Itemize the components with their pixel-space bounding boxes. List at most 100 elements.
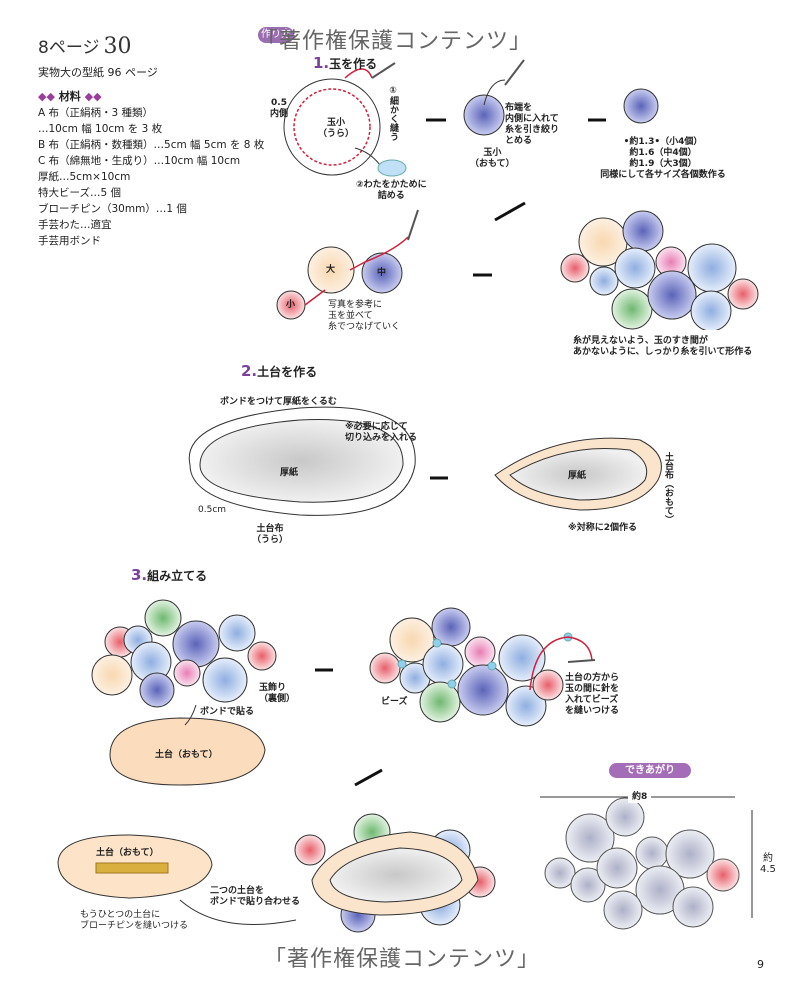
step-title: 玉を作る	[329, 57, 378, 71]
ball	[419, 681, 461, 723]
base-fabric-outline	[188, 406, 416, 516]
label-line: 玉を並べて	[328, 311, 373, 321]
label-line: 約	[762, 853, 773, 864]
photo-ball	[596, 847, 638, 889]
label-line: 玉飾り	[259, 683, 287, 693]
ball-medium	[611, 288, 653, 330]
brooch-pin-icon	[95, 862, 169, 874]
ball-medium	[614, 247, 656, 289]
ball-back-label: 玉飾り（裏側）	[259, 683, 295, 705]
step-number: 2.	[241, 362, 258, 380]
make-two-note: ※対称に2個作る	[568, 523, 638, 533]
label-line: ②わたをかために	[356, 180, 427, 190]
label-line: ブローチピンを縫いつける	[80, 921, 189, 931]
label-line: あかないように、しっかり糸を引いて形作る	[573, 347, 753, 357]
label-line: 布端を	[505, 103, 533, 113]
pin-base-label: 土台（おもて）	[96, 848, 159, 858]
page-ref-prefix: 8ページ	[38, 38, 100, 58]
photo-ball	[672, 886, 714, 928]
needle-icon	[407, 209, 419, 241]
step-title: 組み立てる	[147, 569, 208, 583]
thread	[344, 68, 373, 79]
bead	[397, 659, 407, 669]
base-front-label: 土台（おもて）	[155, 750, 218, 760]
needle-icon	[567, 659, 596, 663]
ball-small	[589, 266, 619, 296]
size-small-label: 小	[286, 300, 296, 310]
material-item: ブローチピン（30mm）…1 個	[38, 203, 187, 215]
ball	[91, 654, 133, 696]
ball	[172, 620, 220, 668]
ball	[173, 659, 201, 687]
bead-note: 土台の方から玉の間に針を入れてビーズを縫いつける	[565, 673, 619, 717]
label-line: （うら）	[318, 129, 355, 139]
width-label: 約8	[628, 792, 652, 803]
photo-ball	[603, 890, 643, 930]
cardboard-label-2: 厚紙	[568, 471, 587, 481]
cardboard-inner	[509, 447, 648, 501]
gather-note: 布端を内側に入れて糸を引き絞りとめる	[505, 103, 559, 147]
label-line: 入れてビーズ	[565, 695, 619, 705]
ball-arrangement	[560, 210, 770, 330]
label-line: 玉小	[483, 148, 502, 158]
label-line: 切り込みを入れる	[345, 433, 418, 443]
label-line: 土台布	[256, 524, 284, 534]
label-line: 詰める	[377, 191, 405, 201]
label-line: 糸が見えないよう、玉のすき間が	[573, 336, 708, 346]
label-line: 4.5	[760, 864, 776, 875]
label-line: 約1.9（大3個）	[629, 159, 697, 169]
arrow	[184, 704, 197, 726]
cotton-icon	[377, 159, 407, 177]
label-line: 内側	[270, 109, 289, 119]
ball-large	[647, 270, 697, 320]
photo-ball	[565, 813, 615, 863]
cardboard-inner	[329, 847, 463, 903]
arrow	[179, 899, 297, 925]
photo-ball	[544, 857, 576, 889]
stuff-note: ②わたをかために詰める	[356, 180, 427, 202]
label-line: （うら）	[252, 535, 289, 545]
material-item: 手芸用ボンド	[38, 235, 101, 247]
materials-heading: ◆◆ 材料 ◆◆	[38, 88, 102, 104]
material-item: 手芸わた…適宜	[38, 219, 112, 231]
ball	[294, 834, 326, 866]
ball-finished	[623, 88, 659, 124]
ball	[457, 664, 509, 716]
stitch-line	[293, 88, 371, 166]
beads-label: ビーズ	[381, 697, 408, 707]
join-note: 二つの土台をボンドで貼り合わせる	[210, 886, 300, 908]
label-line: •約1.3•（小4個）	[623, 137, 703, 147]
glue-note: ボンドをつけて厚紙をくるむ	[220, 397, 337, 407]
ball	[139, 672, 175, 708]
ball-back-label: 玉小（うら）	[318, 118, 354, 140]
material-item: …10cm 幅 10cm を 3 枚	[38, 123, 163, 135]
material-item: 厚紙…5cm×10cm	[38, 171, 131, 183]
label-line: とめる	[505, 136, 533, 146]
page-number: 9	[757, 958, 764, 971]
label-line: 土台の方から	[565, 673, 620, 683]
margin-label: 0.5cm	[198, 505, 227, 515]
ball-small	[727, 278, 759, 310]
ball	[247, 641, 277, 671]
needle-icon	[504, 59, 525, 86]
materials-heading-text: 材料	[58, 90, 81, 103]
ball	[202, 657, 248, 703]
ball-front	[463, 94, 505, 136]
ball-large	[307, 246, 355, 294]
ball	[532, 669, 564, 701]
sew-note: ①細かく縫う	[388, 86, 398, 141]
arrow	[354, 147, 381, 166]
step3-heading: 3.組み立てる	[131, 566, 207, 584]
arrow-icon	[354, 768, 383, 787]
diamond-icon: ◆◆	[38, 90, 55, 103]
base-front-shape	[109, 717, 266, 786]
label-line: ※必要に応じて	[345, 422, 408, 432]
ball-front-label: 玉小（おもて）	[470, 148, 515, 170]
photo-ball	[635, 836, 669, 870]
needle-icon	[371, 62, 396, 79]
label-line: 同様にして各サイズ各個数作る	[600, 170, 726, 180]
label-line: 約1.6（中4個）	[629, 148, 697, 158]
